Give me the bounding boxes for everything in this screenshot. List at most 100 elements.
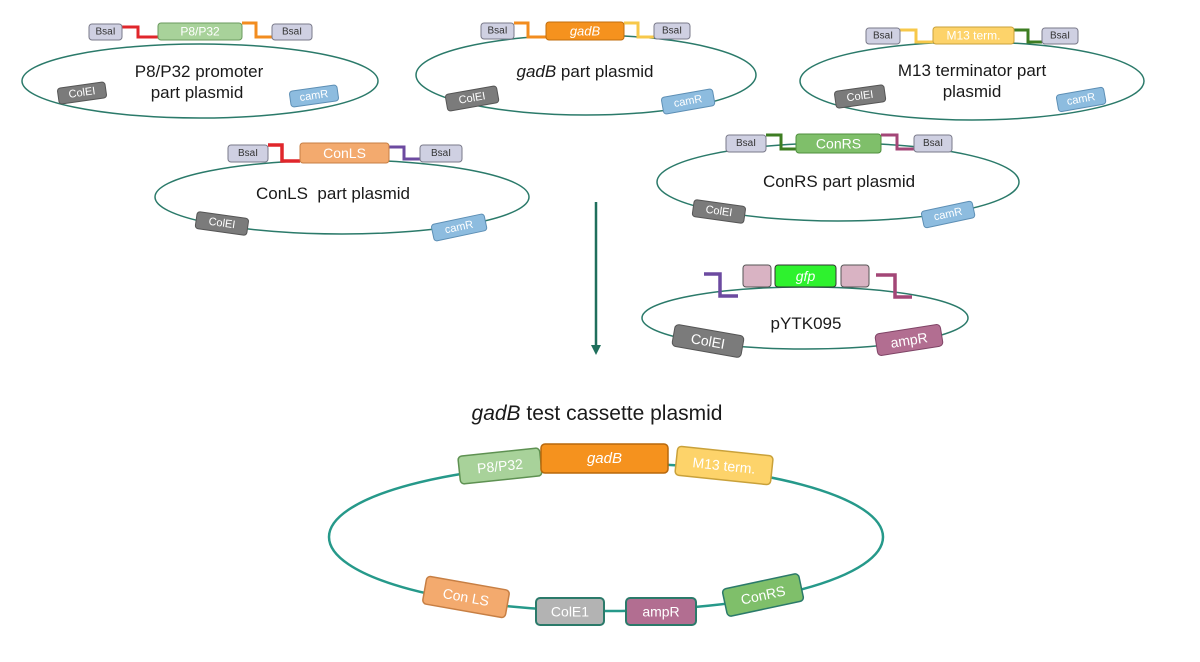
- p8-right-overhang: [242, 21, 272, 39]
- result-promoter-label: P8/P32: [476, 456, 524, 477]
- conrs-camr-label: camR: [933, 206, 964, 224]
- gadb-part-plasmid: BsaI gadB BsaI ColEI camR gadB part plas…: [415, 21, 757, 116]
- result-colE1-label: ColE1: [551, 604, 589, 620]
- m13-bsal-left-label: BsaI: [873, 31, 893, 42]
- gadb-camr-label: camR: [673, 93, 703, 110]
- result-conls-label: Con LS: [442, 585, 491, 609]
- conls-colei-label: ColEI: [208, 216, 236, 232]
- pytk-right-overhang: [876, 273, 912, 299]
- m13-plasmid-label-line1: M13 terminator part: [898, 61, 1047, 80]
- p8-backbone: [21, 43, 379, 119]
- conls-bsal-right-box: [419, 144, 463, 163]
- p8-part-plasmid: BsaI P8/P32 BsaI ColEI camR P8/P32 promo…: [21, 21, 379, 119]
- m13-part-plasmid: BsaI M13 term. BsaI ColEI camR M13 termi…: [799, 26, 1145, 121]
- conls-colei-box: [194, 211, 249, 236]
- conrs-right-overhang: [881, 133, 914, 151]
- m13-bsal-right-label: BsaI: [1050, 31, 1070, 42]
- conls-camr-box: [430, 213, 488, 242]
- conrs-camr-box: [920, 200, 976, 229]
- gadb-bsal-left-box: [480, 22, 515, 40]
- conrs-colei-box: [691, 199, 746, 224]
- m13-right-overhang: [1014, 28, 1042, 44]
- pytk-gfp-label: gfp: [796, 268, 816, 284]
- pytk-right-flank-box: [840, 264, 870, 288]
- pytk095-plasmid: gfp ColEI ampR pYTK095: [641, 264, 969, 358]
- result-gadb-label: gadB: [587, 450, 622, 467]
- conrs-colei-label: ColEI: [705, 204, 733, 220]
- m13-bsal-left-box: [865, 27, 901, 45]
- result-title: gadB test cassette plasmid: [472, 402, 723, 425]
- result-gadb-box: [540, 443, 669, 474]
- result-ampr-label: ampR: [642, 604, 679, 620]
- conls-plasmid-label: ConLS part plasmid: [256, 184, 410, 203]
- m13-colei-label: ColEI: [846, 89, 874, 105]
- conrs-left-overhang: [766, 133, 796, 151]
- conls-part-plasmid: BsaI ConLS BsaI ColEI camR ConLS part pl…: [154, 142, 530, 242]
- pytk-gfp-box: [774, 264, 837, 288]
- pytk-colei-box: [671, 324, 745, 358]
- p8-insert-label: P8/P32: [180, 25, 220, 39]
- pytk-left-flank-box: [742, 264, 772, 288]
- p8-colei-label: ColEI: [68, 85, 96, 101]
- gadb-insert-label: gadB: [570, 24, 601, 39]
- conrs-bsal-left-label: BsaI: [736, 138, 756, 149]
- p8-bsal-right-box: [271, 23, 313, 41]
- conrs-bsal-right-label: BsaI: [923, 138, 943, 149]
- conrs-insert-box: [795, 133, 882, 154]
- conrs-insert-label: ConRS: [816, 136, 861, 152]
- pytk-colei-label: ColEI: [690, 330, 726, 352]
- conrs-plasmid-label: ConRS part plasmid: [763, 172, 915, 191]
- gadb-bsal-right-box: [653, 22, 691, 40]
- m13-insert-box: [932, 26, 1015, 45]
- m13-insert-label: M13 term.: [946, 29, 1000, 43]
- pytk-plasmid-label: pYTK095: [771, 314, 842, 333]
- gadb-bsal-left-label: BsaI: [487, 26, 507, 37]
- conls-left-overhang: [268, 143, 300, 163]
- p8-bsal-left-box: [88, 23, 123, 41]
- conls-insert-label: ConLS: [323, 145, 366, 161]
- result-ampr-box: [625, 597, 697, 626]
- p8-plasmid-label-line2: part plasmid: [151, 83, 244, 102]
- p8-bsal-right-label: BsaI: [282, 27, 302, 38]
- gadb-colei-box: [444, 85, 500, 112]
- gadb-bsal-right-label: BsaI: [662, 26, 682, 37]
- pytk-ampr-box: [874, 324, 944, 356]
- pytk-ampr-label: ampR: [889, 329, 928, 351]
- gadb-right-overhang: [624, 21, 654, 39]
- result-terminator-label: M13 term.: [692, 454, 756, 476]
- gadb-colei-label: ColEI: [458, 90, 487, 106]
- p8-colei-box: [57, 81, 107, 105]
- conrs-bsal-right-box: [913, 134, 953, 153]
- result-terminator-box: [674, 445, 774, 486]
- conls-insert-box: [299, 142, 390, 164]
- p8-insert-box: [157, 22, 243, 41]
- m13-plasmid-label-line2: plasmid: [943, 82, 1002, 101]
- p8-left-overhang: [122, 25, 158, 39]
- m13-left-overhang: [900, 28, 933, 44]
- conls-bsal-right-label: BsaI: [431, 148, 451, 159]
- p8-camr-box: [289, 84, 339, 108]
- conrs-bsal-left-box: [725, 134, 767, 153]
- m13-bsal-right-box: [1041, 27, 1079, 45]
- conls-camr-label: camR: [444, 219, 475, 237]
- conls-bsal-left-box: [227, 144, 269, 163]
- conls-right-overhang: [389, 145, 420, 161]
- conls-bsal-left-label: BsaI: [238, 148, 258, 159]
- result-conrs-box: [721, 573, 805, 617]
- m13-camr-box: [1055, 86, 1107, 113]
- p8-bsal-left-label: BsaI: [95, 27, 115, 38]
- gadb-left-overhang: [514, 21, 546, 39]
- result-plasmid: gadB test cassette plasmid P8/P32 gadB M…: [327, 402, 885, 626]
- m13-camr-label: camR: [1066, 91, 1096, 108]
- gadb-insert-box: [545, 21, 625, 41]
- p8-plasmid-label-line1: P8/P32 promoter: [135, 62, 264, 81]
- m13-backbone: [799, 41, 1145, 121]
- m13-colei-box: [834, 84, 887, 109]
- result-colE1-box: [535, 597, 605, 626]
- conrs-part-plasmid: BsaI ConRS BsaI ColEI camR ConRS part pl…: [656, 133, 1020, 229]
- gadb-plasmid-label: gadB part plasmid: [516, 62, 653, 81]
- gadb-camr-box: [660, 88, 716, 115]
- pytk-left-overhang: [704, 272, 738, 298]
- p8-camr-label: camR: [299, 88, 329, 104]
